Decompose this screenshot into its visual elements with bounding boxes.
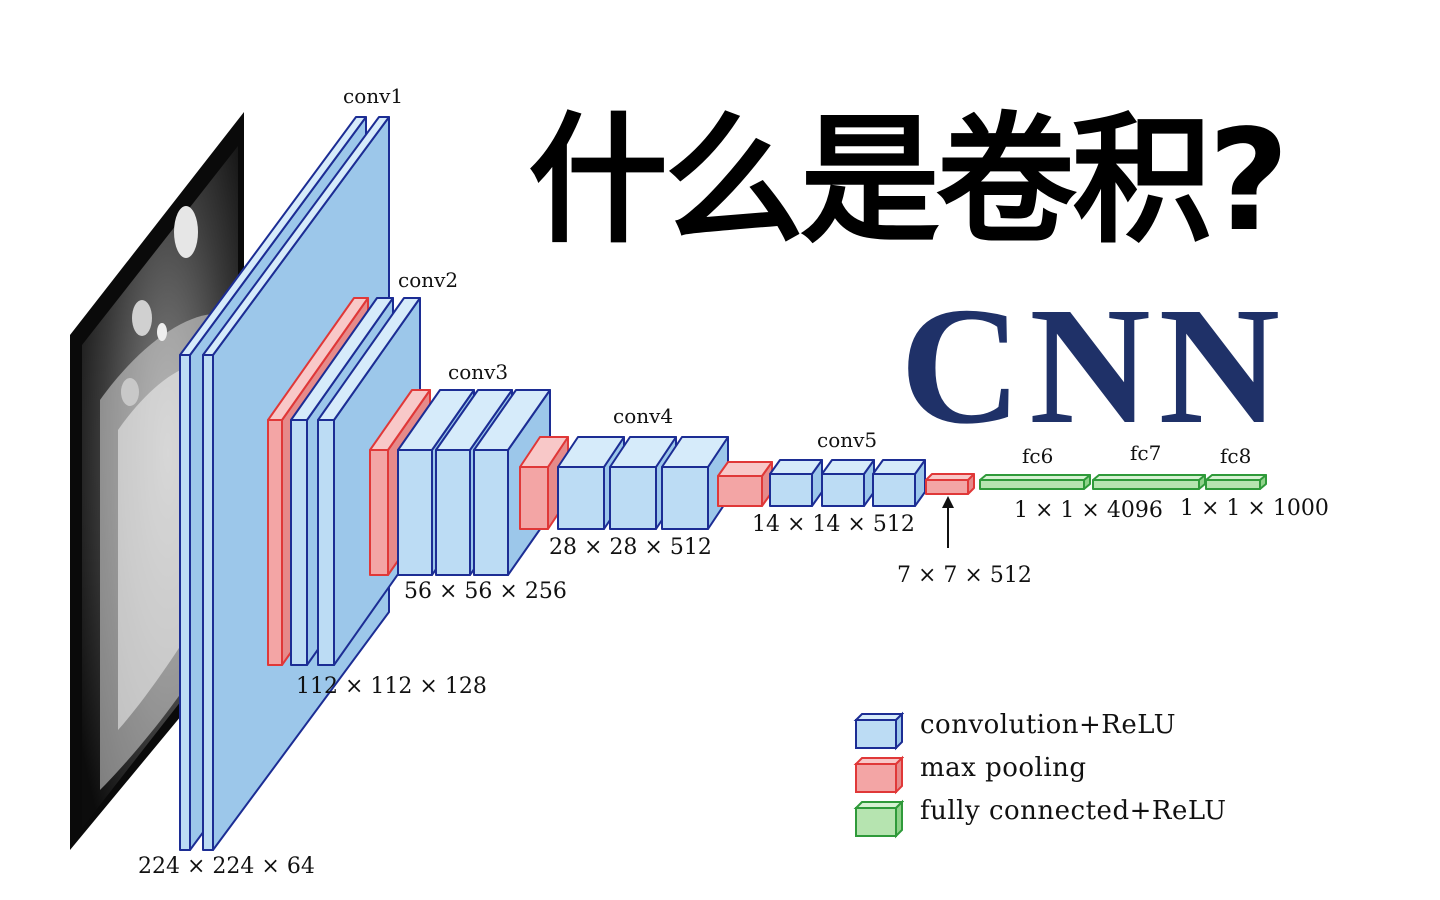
label-conv2: conv2 <box>398 268 459 292</box>
dim-112: 112 × 112 × 128 <box>296 674 487 699</box>
conv4-slab-b-front <box>609 466 657 530</box>
dim-14: 14 × 14 × 512 <box>752 512 915 537</box>
dim-224: 224 × 224 × 64 <box>138 854 315 879</box>
conv4-slab-a-front <box>557 466 605 530</box>
fc8-block-front <box>1205 479 1261 490</box>
legend-swatch-fc <box>853 799 904 839</box>
conv3-slab-a-front <box>397 449 433 576</box>
legend-label-pool: max pooling <box>920 753 1087 783</box>
conv5-slab-a-top <box>769 459 823 475</box>
layer-blocks <box>179 116 1267 851</box>
dim-56: 56 × 56 × 256 <box>404 579 567 604</box>
legend-label-conv: convolution+ReLU <box>920 710 1177 740</box>
conv5-slab-c-top <box>872 459 926 475</box>
conv5-slab-c-front <box>872 473 916 507</box>
conv2-slab-a-front <box>290 419 308 666</box>
dim-4096: 1 × 1 × 4096 <box>1014 498 1163 523</box>
conv3-slab-b-front <box>435 449 471 576</box>
conv5-slab-b-front <box>821 473 865 507</box>
label-conv4: conv4 <box>613 404 674 428</box>
pool4-top <box>717 461 773 477</box>
dim-7: 7 × 7 × 512 <box>897 563 1032 588</box>
conv1-slab-a-front <box>179 354 191 851</box>
conv5-slab-b-top <box>821 459 875 475</box>
fc6-block-front <box>979 479 1085 490</box>
pool3-front <box>519 466 549 530</box>
label-fc8: fc8 <box>1220 444 1252 468</box>
dim-28: 28 × 28 × 512 <box>549 535 712 560</box>
label-conv3: conv3 <box>448 360 509 384</box>
label-fc6: fc6 <box>1022 444 1054 468</box>
legend: convolution+ReLU max pooling fully conne… <box>852 708 1292 848</box>
fc7-block-front <box>1092 479 1200 490</box>
title-acronym: CNN <box>900 273 1288 459</box>
legend-label-fc: fully connected+ReLU <box>920 796 1227 826</box>
legend-swatch-pool <box>853 755 904 795</box>
label-fc7: fc7 <box>1130 441 1162 465</box>
conv5-slab-a-front <box>769 473 813 507</box>
dim-1000: 1 × 1 × 1000 <box>1180 496 1329 521</box>
conv4-slab-c-front <box>661 466 709 530</box>
pool1-front <box>267 419 283 666</box>
legend-swatches <box>853 711 904 839</box>
conv2-slab-b-front <box>317 419 335 666</box>
label-conv5: conv5 <box>817 428 878 452</box>
title-question: 什么是卷积? <box>528 100 1289 263</box>
label-conv1: conv1 <box>343 84 404 108</box>
pool4-front <box>717 475 763 507</box>
conv1-slab-b-front <box>202 354 214 851</box>
legend-swatch-conv <box>853 711 904 751</box>
conv3-slab-c-front <box>473 449 509 576</box>
pool5-arrow <box>942 496 954 548</box>
pool2-front <box>369 449 389 576</box>
pool5-front <box>925 479 969 495</box>
